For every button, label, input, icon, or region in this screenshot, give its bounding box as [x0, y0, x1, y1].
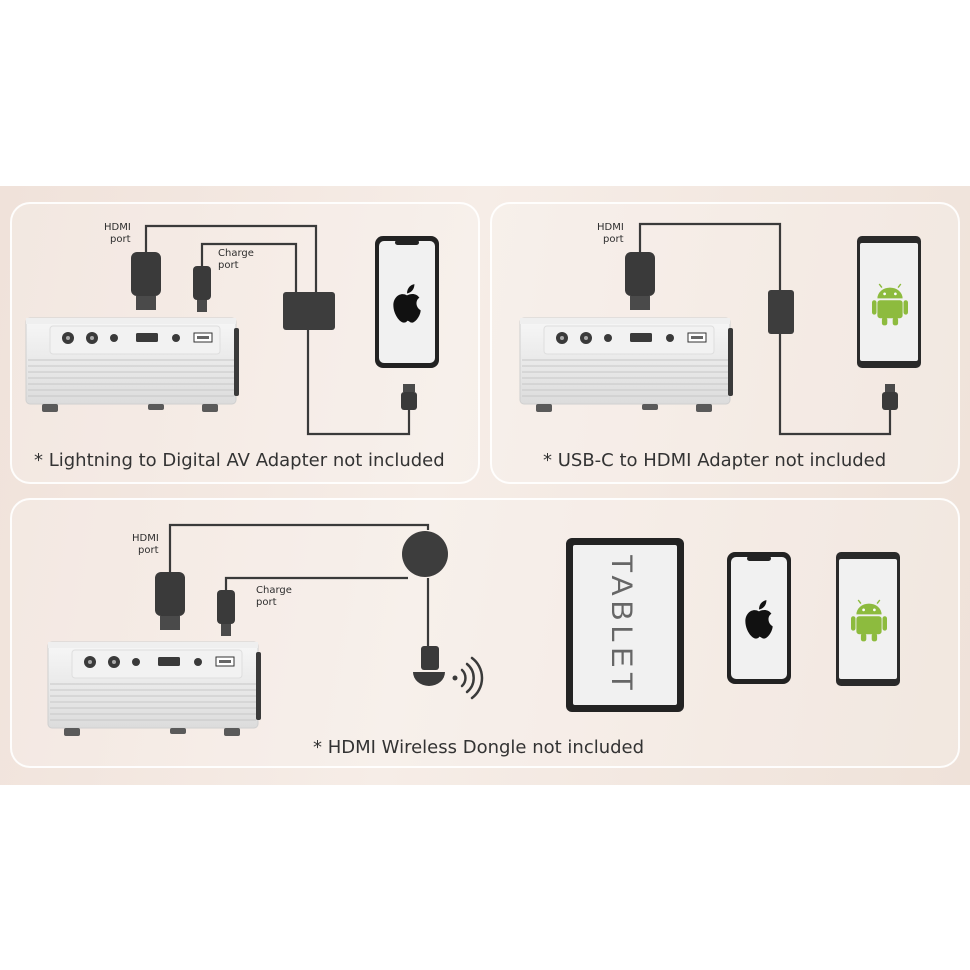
phone-notch	[395, 240, 419, 245]
projector-3	[47, 641, 262, 737]
dongle-receiver	[413, 646, 445, 686]
caption-iphone: * Lightning to Digital AV Adapter not in…	[34, 450, 445, 471]
cables-1	[144, 224, 411, 436]
hdmi-plug-1	[131, 252, 161, 310]
usb-c-connector-icon	[882, 384, 898, 410]
caption-android: * USB-C to HDMI Adapter not included	[543, 450, 887, 471]
charge-plug-3	[217, 590, 235, 636]
lightning-connector-icon	[401, 384, 417, 410]
wireless-dongle	[402, 531, 448, 577]
projector-2	[519, 317, 734, 413]
charge-plug-1	[193, 266, 211, 312]
cables-2	[638, 222, 892, 436]
projector-1	[25, 317, 240, 413]
hdmi-plug-3	[155, 572, 185, 630]
tablet-device	[566, 538, 684, 712]
cables-3	[168, 523, 430, 648]
caption-wireless: * HDMI Wireless Dongle not included	[313, 737, 645, 758]
hdmi-plug-2	[625, 252, 655, 310]
phone-notch-3	[747, 556, 771, 561]
wifi-signal-icon	[452, 656, 484, 700]
tablet-label: TABLET	[605, 554, 638, 695]
usb-c-adapter	[768, 290, 794, 334]
av-adapter	[283, 292, 335, 330]
